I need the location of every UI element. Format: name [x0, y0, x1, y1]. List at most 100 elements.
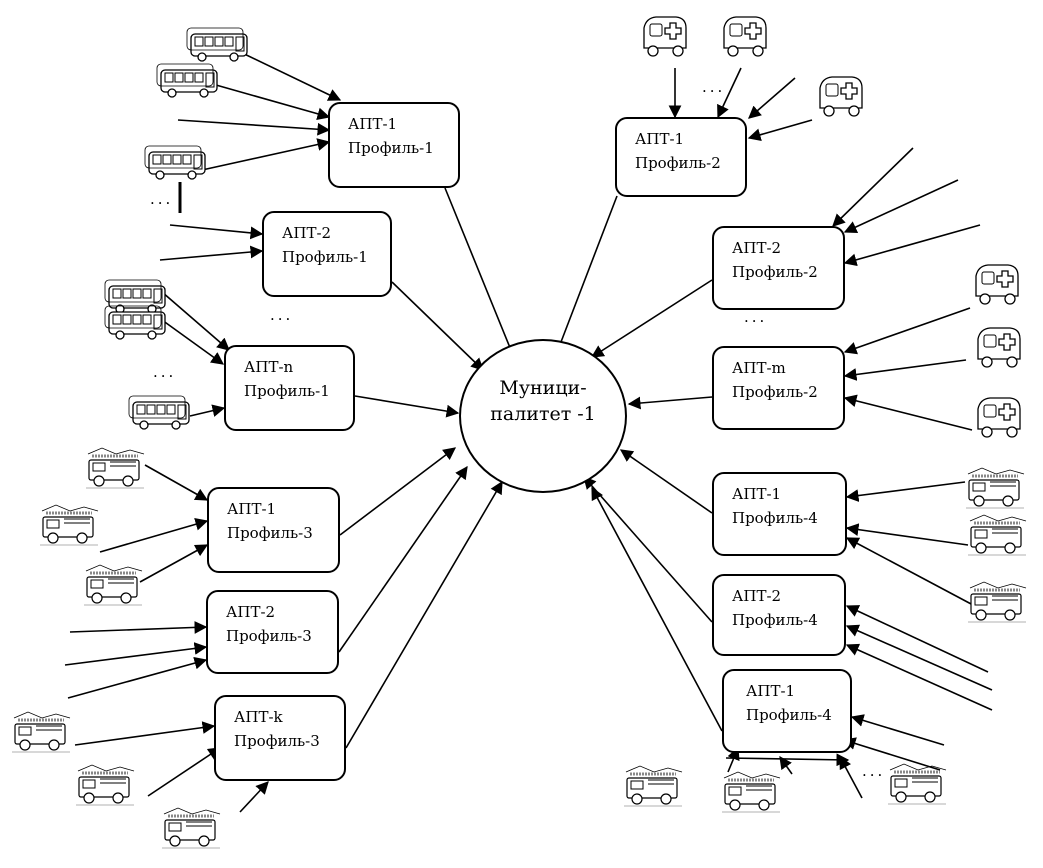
connection-arrow: [354, 395, 460, 418]
connection-arrow: [843, 179, 959, 233]
connection-arrow: [159, 245, 264, 261]
connection-arrow: [215, 84, 331, 121]
node-apt2-profile4: АПТ-2 Профиль-4: [712, 574, 846, 656]
node-label-apt: АПТ-k: [234, 708, 283, 726]
node-apt1-profile3: АПТ-1 Профиль-3: [207, 487, 340, 573]
connection-arrow: [748, 77, 796, 119]
connection-arrow: [338, 465, 468, 653]
connection-arrow: [845, 523, 969, 546]
ambulance-icon: [977, 397, 1021, 438]
connection-arrow: [843, 394, 973, 431]
ellipsis-left-top: ...: [150, 190, 174, 208]
node-apt2-profile1: АПТ-2 Профиль-1: [262, 211, 392, 297]
connection-arrow: [832, 147, 914, 227]
node-label-profile: Профиль-1: [348, 139, 434, 157]
connection-arrow: [591, 486, 723, 732]
node-apt2-profile2: АПТ-2 Профиль-2: [712, 226, 845, 310]
fire-truck-icon: [966, 513, 1028, 557]
connection-arrow: [444, 187, 517, 362]
connection-arrow: [843, 307, 971, 355]
connection-arrow: [583, 476, 713, 623]
connection-arrow: [391, 281, 484, 371]
node-apt2-profile3: АПТ-2 Профиль-3: [206, 590, 339, 674]
connection-arrow: [590, 279, 713, 358]
connection-arrow: [842, 737, 941, 771]
connection-arrow: [74, 721, 216, 746]
node-label-apt: АПТ-n: [244, 358, 294, 376]
ambulance-icon: [643, 16, 687, 57]
bus-icon: [156, 63, 218, 98]
ambulance-icon: [723, 16, 767, 57]
connection-arrow: [845, 624, 993, 691]
node-label-apt: АПТ-2: [732, 239, 782, 257]
connection-arrow: [554, 195, 618, 357]
node-label-apt: АПТ-1: [348, 115, 398, 133]
connection-arrow: [725, 753, 850, 767]
connection-arrow: [161, 291, 230, 351]
node-apt1-profile2: АПТ-1 Профиль-2: [615, 117, 747, 197]
ellipsis-left-middle: ...: [270, 306, 294, 324]
connection-arrow: [627, 396, 713, 410]
node-label-profile: Профиль-4: [732, 509, 818, 527]
node-label-apt: АПТ-1: [227, 500, 277, 518]
connection-arrow: [69, 621, 208, 634]
connection-arrow: [850, 714, 945, 746]
connection-arrow: [144, 464, 209, 501]
municipality-label-line1: Муници-: [499, 377, 587, 399]
fire-truck-icon: [38, 503, 100, 547]
node-label-profile: Профиль-1: [244, 382, 330, 400]
connection-arrow: [189, 404, 226, 417]
node-label-profile: Профиль-2: [635, 154, 721, 172]
node-label-profile: Профиль-3: [226, 627, 312, 645]
bus-icon: [104, 279, 166, 314]
ambulance-icon: [975, 264, 1019, 305]
node-label-apt: АПТ-2: [732, 587, 782, 605]
connection-arrow: [139, 544, 209, 583]
connection-arrow: [64, 642, 208, 666]
fire-truck-icon: [622, 764, 684, 808]
ellipsis-right-top: ...: [702, 78, 726, 96]
connection-arrow: [99, 518, 209, 553]
node-label-apt: АПТ-1: [746, 682, 796, 700]
fire-truck-icon: [82, 563, 144, 607]
node-label-profile: Профиль-4: [732, 611, 818, 629]
connection-arrow: [845, 481, 966, 502]
connection-arrow: [201, 138, 331, 171]
connection-arrow: [779, 755, 793, 775]
fire-truck-icon: [720, 770, 782, 814]
node-apt1-profile4-b: АПТ-1 Профиль-4: [722, 669, 852, 753]
fire-truck-icon: [160, 806, 222, 850]
node-apt1-profile4: АПТ-1 Профиль-4: [712, 472, 847, 556]
node-label-profile: Профиль-4: [746, 706, 832, 724]
connection-arrow: [839, 755, 863, 799]
connection-arrow: [845, 643, 993, 711]
bus-icon: [128, 395, 190, 430]
node-aptm-profile2: АПТ-m Профиль-2: [712, 346, 845, 430]
fire-truck-icon: [964, 466, 1026, 510]
connection-arrow: [619, 449, 713, 514]
ellipsis-right-bottom: ...: [862, 762, 886, 780]
connection-arrow: [345, 480, 503, 749]
connection-arrow: [161, 319, 225, 365]
node-aptk-profile3: АПТ-k Профиль-3: [214, 695, 346, 781]
connection-arrow: [843, 359, 967, 381]
fire-truck-icon: [10, 710, 72, 754]
municipality-label-line2: палитет -1: [490, 403, 596, 425]
node-label-apt: АПТ-m: [732, 359, 786, 377]
node-label-profile: Профиль-3: [234, 732, 320, 750]
ambulance-icon: [819, 76, 863, 117]
bus-icon: [186, 27, 248, 62]
connection-arrow: [147, 747, 222, 797]
node-label-apt: АПТ-2: [282, 224, 332, 242]
connection-arrow: [235, 49, 342, 101]
connection-arrow: [67, 656, 208, 699]
ellipsis-left-lower: ...: [153, 363, 177, 381]
connection-arrow: [177, 119, 331, 136]
connection-arrow: [843, 224, 981, 267]
node-label-profile: Профиль-1: [282, 248, 368, 266]
fire-truck-icon: [886, 762, 948, 806]
connection-arrow: [339, 447, 457, 536]
node-label-apt: АПТ-1: [635, 130, 685, 148]
connection-arrow: [845, 605, 989, 673]
municipality-node: Муници- палитет -1: [459, 339, 627, 493]
